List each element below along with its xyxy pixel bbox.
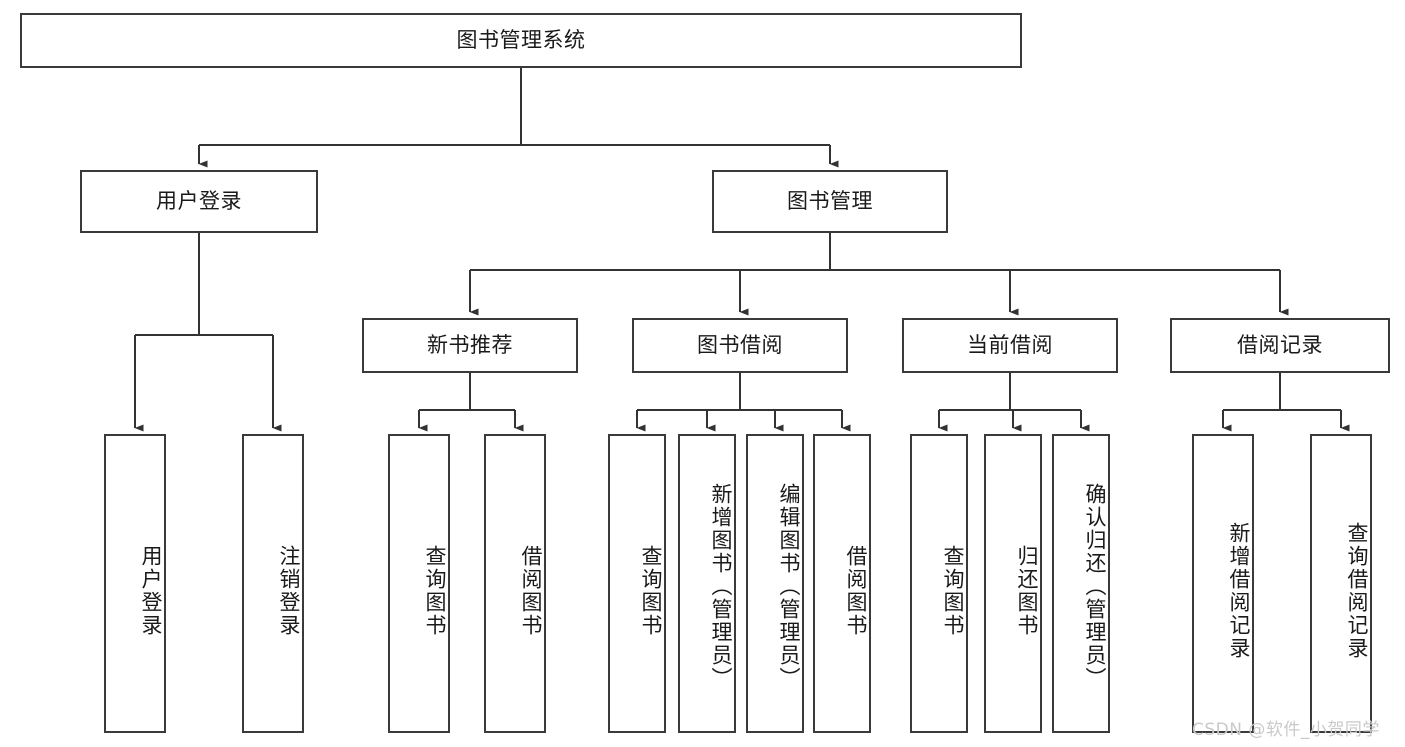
node-label: 新增图书（管理员）: [709, 483, 733, 690]
leaf-add-borrow-record[interactable]: 新增借阅记录: [1192, 434, 1254, 733]
csdn-watermark: CSDN @软件_小贺同学: [1192, 720, 1380, 740]
leaf-return-book[interactable]: 归还图书: [984, 434, 1042, 733]
leaf-add-book-admin[interactable]: 新增图书（管理员）: [678, 434, 736, 733]
node-root-system[interactable]: 图书管理系统: [20, 13, 1022, 68]
node-book-management[interactable]: 图书管理: [712, 170, 948, 233]
leaf-query-book-current[interactable]: 查询图书: [910, 434, 968, 733]
node-label: 借阅记录: [1237, 332, 1323, 357]
node-book-borrow[interactable]: 图书借阅: [632, 318, 848, 373]
node-label: 查询图书: [941, 544, 965, 637]
node-new-book-recommend[interactable]: 新书推荐: [362, 318, 578, 373]
node-label: 查询图书: [639, 544, 663, 637]
node-label: 新书推荐: [427, 332, 513, 357]
node-label: 编辑图书（管理员）: [777, 483, 801, 690]
node-label: 借阅图书: [844, 544, 868, 637]
node-label: 当前借阅: [967, 332, 1053, 357]
leaf-borrow-book-new[interactable]: 借阅图书: [484, 434, 546, 733]
node-borrow-records[interactable]: 借阅记录: [1170, 318, 1390, 373]
node-label: 用户登录: [156, 188, 242, 213]
leaf-query-book-borrow[interactable]: 查询图书: [608, 434, 666, 733]
node-current-borrow[interactable]: 当前借阅: [902, 318, 1118, 373]
node-label: 查询借阅记录: [1345, 521, 1369, 660]
node-label: 注销登录: [277, 544, 301, 637]
node-user-login[interactable]: 用户登录: [80, 170, 318, 233]
node-label: 图书管理: [787, 188, 873, 213]
node-label: 借阅图书: [519, 544, 543, 637]
leaf-logout[interactable]: 注销登录: [242, 434, 304, 733]
node-label: 新增借阅记录: [1227, 521, 1251, 660]
node-label: 图书借阅: [697, 332, 783, 357]
leaf-confirm-return-admin[interactable]: 确认归还（管理员）: [1052, 434, 1110, 733]
leaf-borrow-book[interactable]: 借阅图书: [813, 434, 871, 733]
leaf-edit-book-admin[interactable]: 编辑图书（管理员）: [746, 434, 804, 733]
node-label: 归还图书: [1015, 544, 1039, 637]
node-label: 用户登录: [139, 544, 163, 637]
node-label: 查询图书: [423, 544, 447, 637]
node-label: 确认归还（管理员）: [1083, 483, 1107, 690]
leaf-query-book-new[interactable]: 查询图书: [388, 434, 450, 733]
node-label: 图书管理系统: [456, 27, 586, 52]
leaf-query-borrow-record[interactable]: 查询借阅记录: [1310, 434, 1372, 733]
leaf-user-login[interactable]: 用户登录: [104, 434, 166, 733]
